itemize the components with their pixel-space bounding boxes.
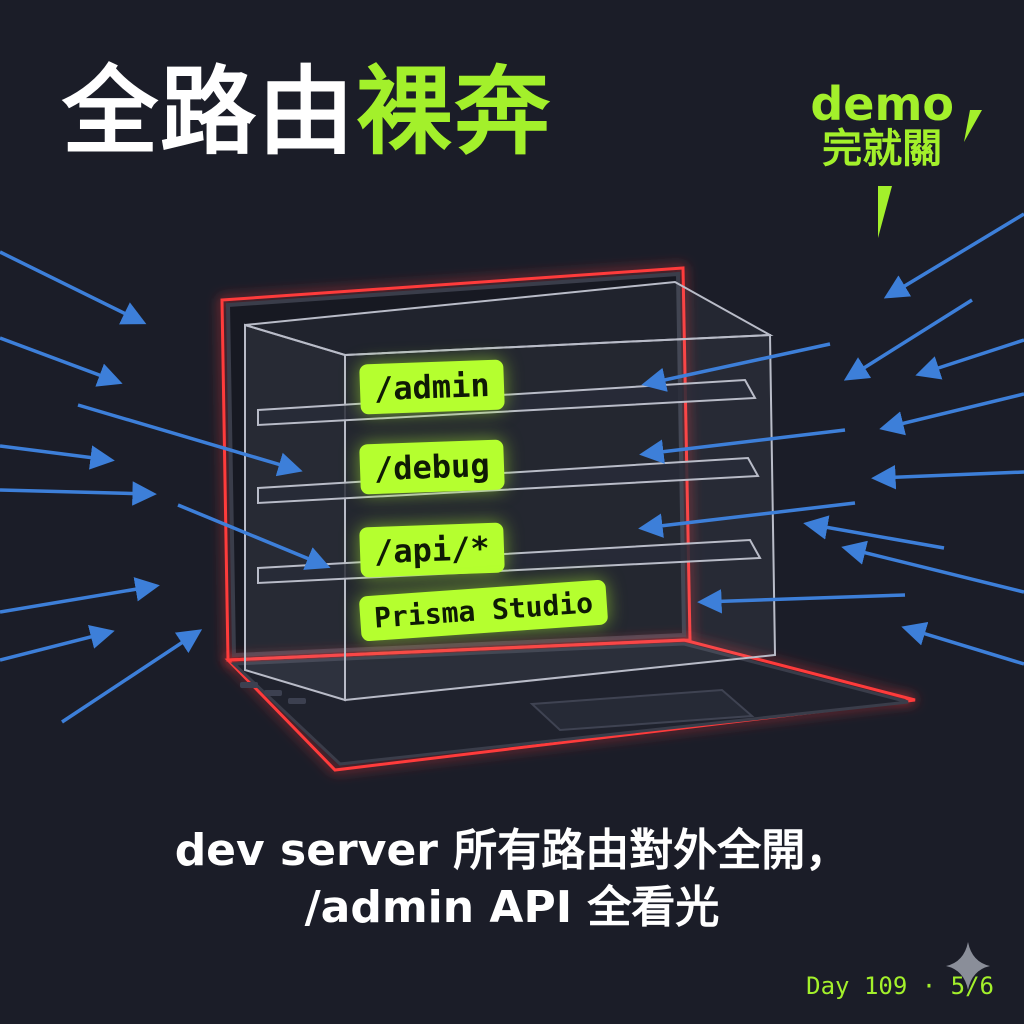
bubble-tail (878, 186, 892, 238)
arrow (61, 629, 203, 724)
arrow (697, 589, 906, 614)
caption-line-1: dev server 所有路由對外全開， (174, 825, 850, 876)
shelf-1 (257, 378, 757, 427)
side-port (240, 682, 258, 688)
arrow (0, 624, 115, 662)
route-label-api: /api/* (359, 522, 505, 578)
arrow (0, 250, 147, 325)
box-side (244, 323, 346, 702)
touchpad (529, 688, 755, 732)
sparkle-icon (946, 942, 990, 990)
speech-bubble: demo 完就關 (810, 77, 954, 173)
side-port (264, 690, 282, 696)
page-indicator: Day 109 · 5/6 (806, 972, 994, 1000)
title-text: 全路由 (62, 56, 356, 168)
arrow (901, 622, 1024, 666)
bubble-line-2: 完就關 (822, 126, 943, 173)
route-label-debug: /debug (359, 439, 505, 495)
box-top (244, 280, 774, 357)
arrow (843, 298, 973, 381)
caption-line-2: /admin API 全看光 (304, 882, 720, 934)
laptop-base-glow (224, 638, 916, 772)
side-port (288, 698, 306, 704)
caption: dev server 所有路由對外全開， /admin API 全看光 (0, 822, 1024, 936)
bubble-tick (964, 110, 982, 142)
arrows (0, 212, 1024, 724)
arrow (641, 342, 831, 392)
arrow (879, 392, 1024, 436)
arrow (0, 336, 123, 387)
arrow (915, 338, 1024, 380)
laptop-lid-glow (220, 266, 692, 662)
arrow (0, 481, 157, 506)
arrow (639, 428, 846, 464)
arrow (871, 464, 1024, 490)
arrow (638, 501, 856, 538)
bubble-line-1: demo (810, 77, 954, 131)
arrow (803, 515, 945, 550)
arrow (883, 212, 1024, 299)
arrow (177, 503, 331, 570)
page-title: 全路由裸奔 (62, 59, 552, 166)
arrow (841, 540, 1024, 594)
arrow (0, 444, 115, 470)
glass-box (244, 280, 777, 702)
title-accent: 裸奔 (356, 56, 552, 168)
arrow (77, 403, 303, 477)
route-label-admin: /admin (359, 359, 505, 415)
arrow (0, 577, 160, 614)
